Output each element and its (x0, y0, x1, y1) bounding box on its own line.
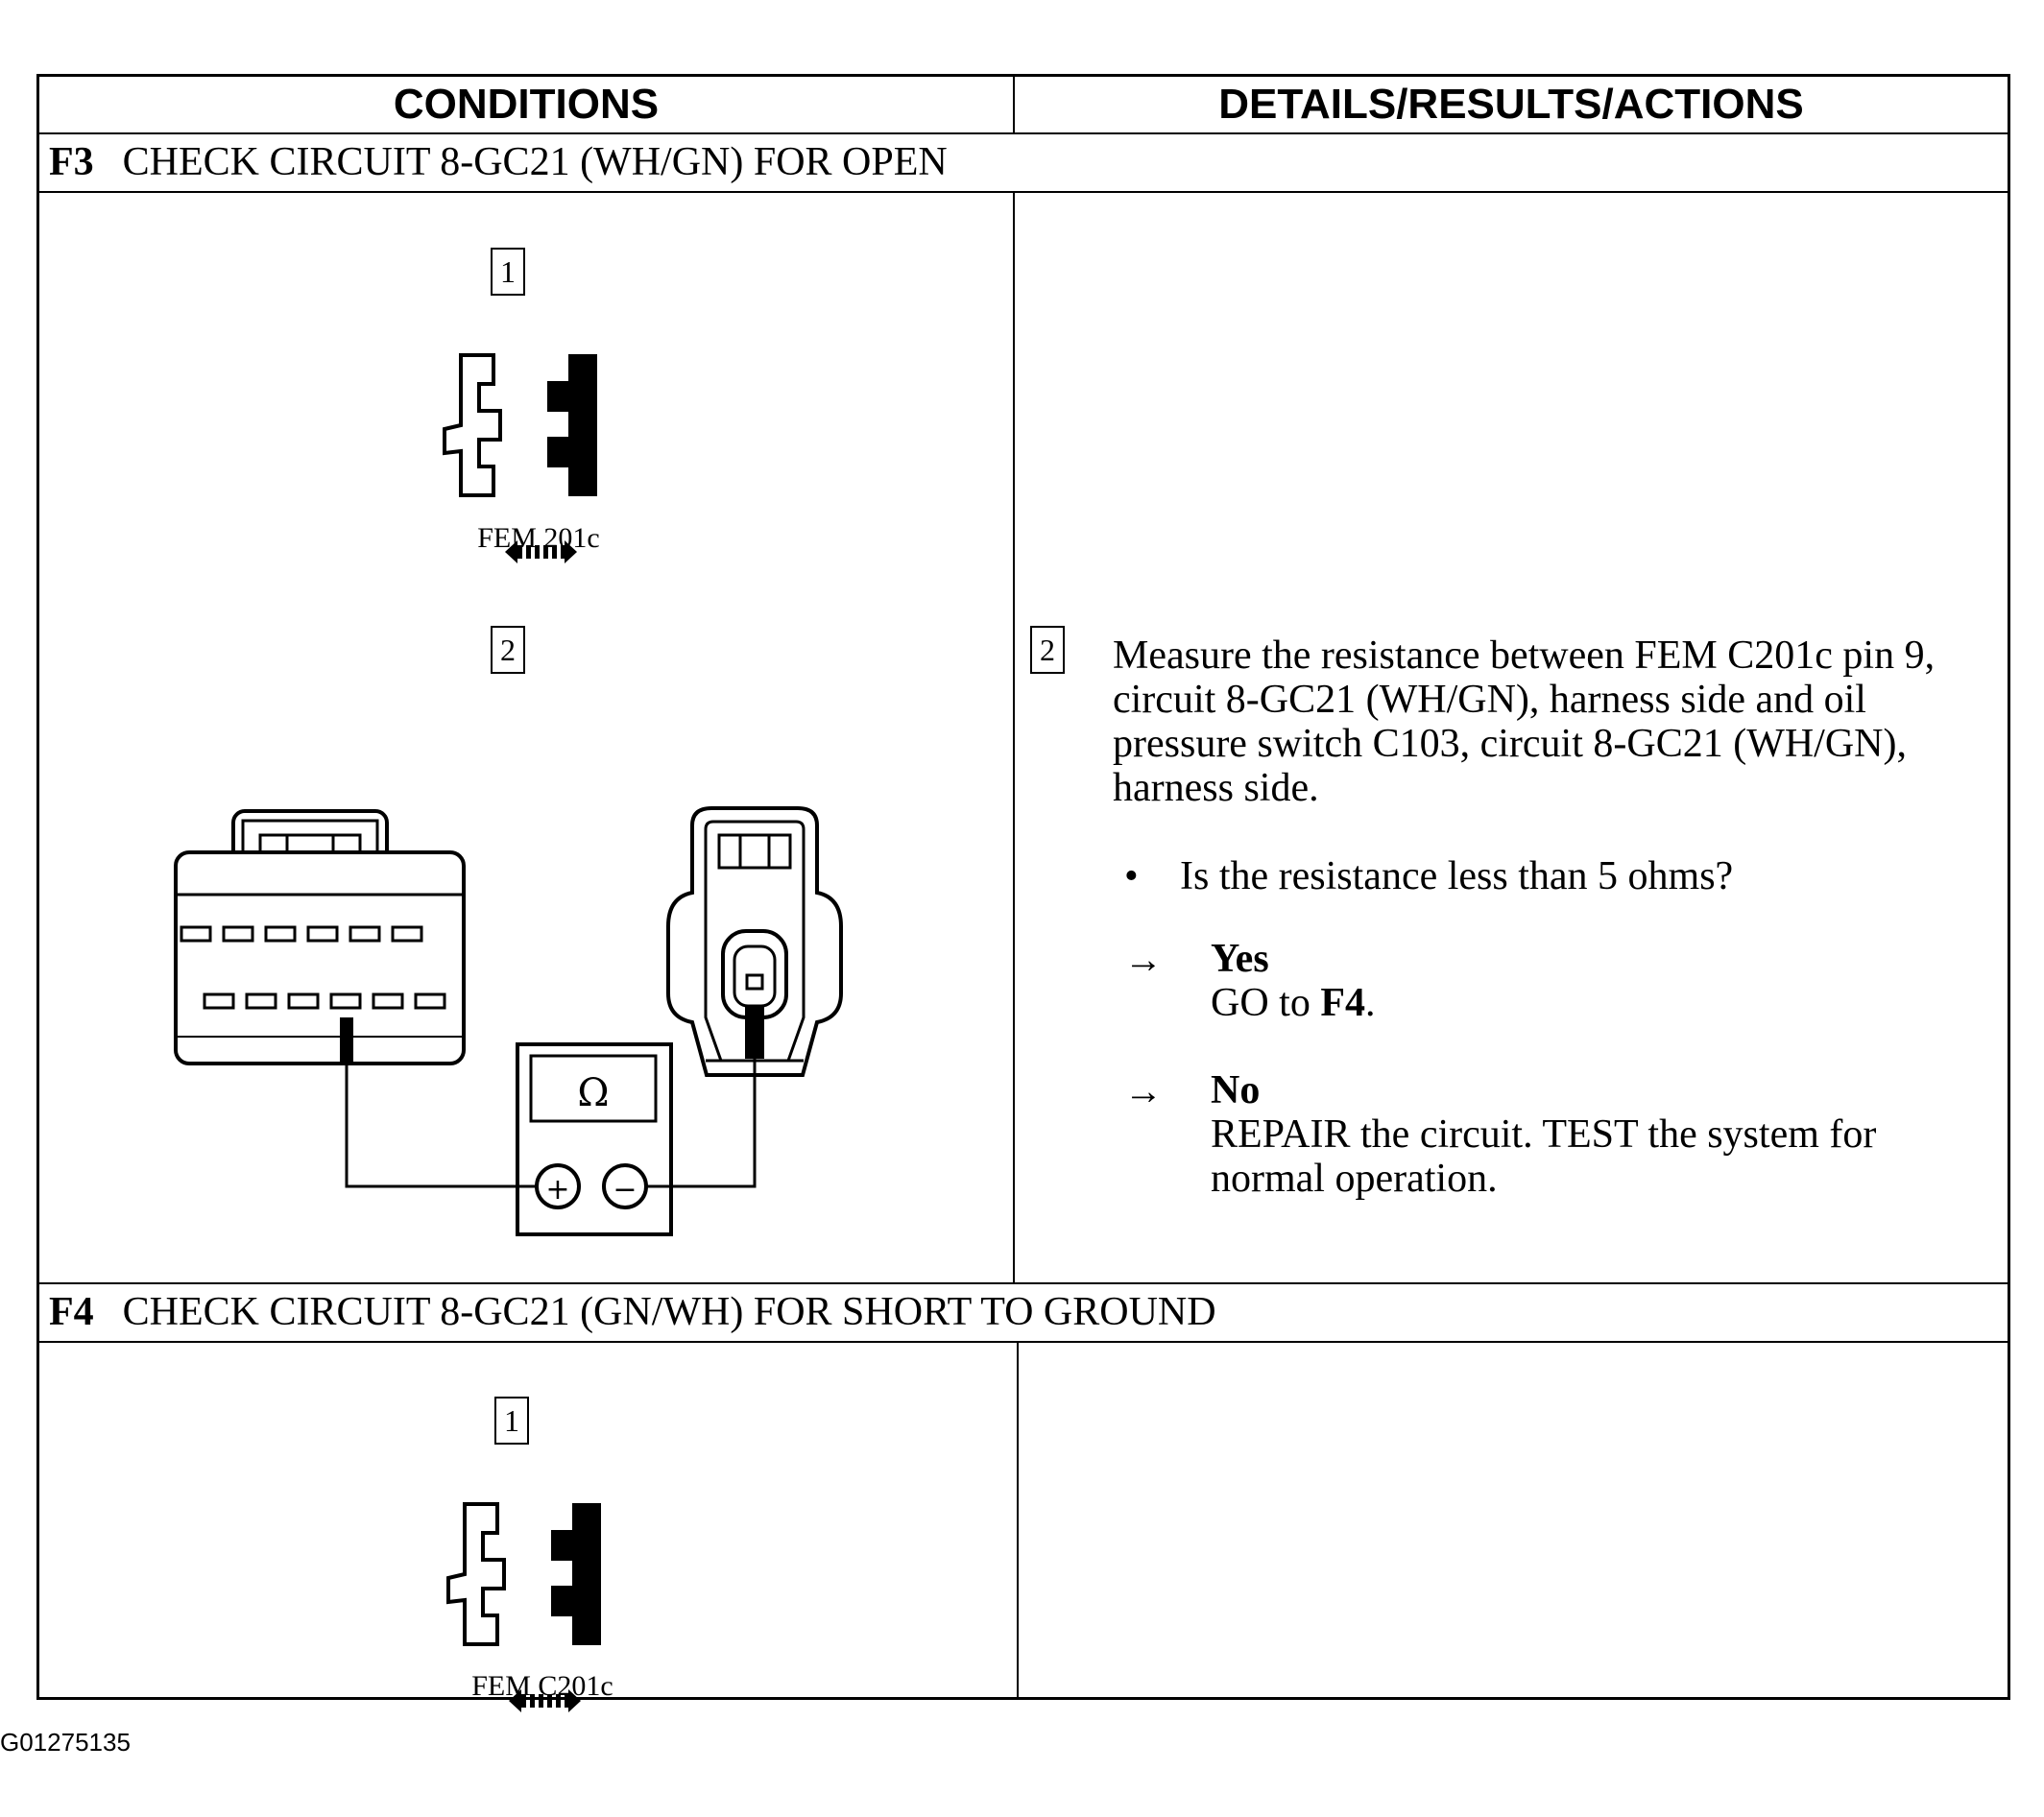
no-label: No (1211, 1068, 1261, 1112)
f4-title: CHECK CIRCUIT 8-GC21 (GN/WH) FOR SHORT T… (122, 1290, 1216, 1334)
f3-step-id: F3 (49, 140, 94, 184)
no-arrow-icon: → (1124, 1069, 1163, 1112)
yes-action-target: F4 (1320, 981, 1365, 1025)
f3-column-divider (1013, 191, 1015, 1282)
f4-title-row: F4 CHECK CIRCUIT 8-GC21 (GN/WH) FOR SHOR… (49, 1283, 1216, 1341)
f3-step2-number: 2 (491, 626, 525, 674)
f4-step1-caption: FEM C201c (471, 1670, 613, 1702)
f4-title-divider (39, 1341, 2008, 1343)
f3-title-divider (39, 191, 2008, 193)
conditions-header: CONDITIONS (393, 81, 660, 128)
connector-disconnect-icon (443, 353, 597, 563)
f3-step1-number: 1 (491, 248, 525, 296)
fem-connector-icon (174, 809, 466, 1065)
f3-step1-caption: FEM 201c (477, 522, 600, 554)
f4-step1-number: 1 (494, 1397, 529, 1445)
yes-action-prefix: GO to (1211, 981, 1321, 1025)
meter-plus-terminal: + (545, 1173, 569, 1207)
header-column-divider (1013, 77, 1015, 132)
f3-measure-instruction: Measure the resistance between FEM C201c… (1113, 634, 1936, 810)
f3-title: CHECK CIRCUIT 8-GC21 (WH/GN) FOR OPEN (122, 140, 948, 184)
f3-title-row: F3 CHECK CIRCUIT 8-GC21 (WH/GN) FOR OPEN (49, 133, 948, 191)
f3-detail-number: 2 (1030, 626, 1065, 674)
yes-label: Yes (1211, 937, 1269, 981)
f3-question: Is the resistance less than 5 ohms? (1180, 854, 1734, 898)
f3-no-answer: No REPAIR the circuit. TEST the system f… (1211, 1068, 1969, 1201)
bullet-icon: • (1124, 854, 1139, 898)
connector-disconnect-icon (446, 1502, 601, 1712)
positive-test-lead (345, 1056, 537, 1188)
ohmmeter-icon (516, 1042, 673, 1236)
details-header: DETAILS/RESULTS/ACTIONS (1218, 81, 1804, 128)
no-action: REPAIR the circuit. TEST the system for … (1211, 1112, 1877, 1201)
resistance-measurement-diagram: Ω + − (174, 806, 843, 1236)
yes-action-suffix: . (1365, 981, 1376, 1025)
figure-id: G01275135 (0, 1728, 131, 1757)
oil-pressure-switch-connector-icon (666, 806, 843, 1077)
f4-top-divider (39, 1282, 2008, 1284)
f4-step-id: F4 (49, 1290, 94, 1334)
meter-minus-terminal: − (613, 1173, 637, 1207)
meter-ohm-symbol: Ω (577, 1071, 609, 1115)
yes-arrow-icon: → (1124, 938, 1163, 981)
f4-column-divider (1017, 1341, 1019, 1697)
negative-test-lead (646, 1046, 757, 1188)
f3-yes-answer: Yes GO to F4. (1211, 937, 1979, 1025)
header-divider (39, 132, 2008, 134)
procedure-table: CONDITIONS DETAILS/RESULTS/ACTIONS F3 CH… (36, 74, 2010, 1712)
